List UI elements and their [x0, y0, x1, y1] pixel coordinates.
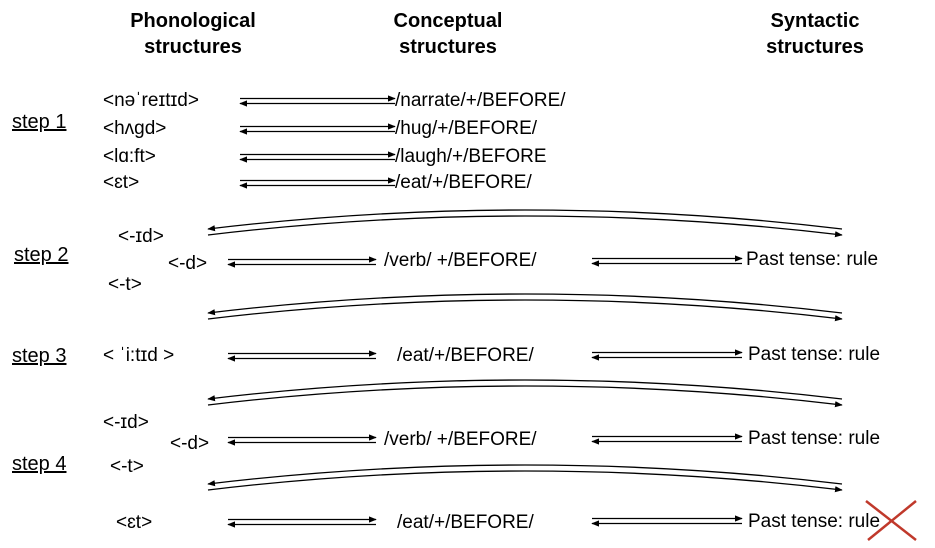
- arc-step2-rightward: [207, 215, 843, 238]
- arc-step3-rightward: [207, 299, 843, 322]
- header-syntactic-line2: structures: [766, 36, 864, 58]
- arc-step4-bottom-rightward: [207, 470, 843, 493]
- header-conceptual-line1: Conceptual: [393, 10, 503, 32]
- step2-syntax: Past tense: rule: [746, 249, 879, 270]
- header-phonological: Phonological structures: [108, 8, 278, 60]
- step4-syntax-prefix: Past tense:: [748, 511, 849, 532]
- header-syntactic: Syntactic structures: [740, 8, 890, 60]
- step-1-label: step 1: [12, 111, 67, 133]
- step1-concept-hug: /hug/+/BEFORE/: [395, 118, 538, 139]
- step4-phon-t: <-t>: [110, 456, 144, 477]
- step2-phon-t: <-t>: [108, 274, 142, 295]
- step4-concept: /verb/ +/BEFORE/: [384, 429, 537, 450]
- step1-concept-narrate: /narrate/+/BEFORE/: [395, 90, 566, 111]
- step1-phon-laughed: <lɑ:ft>: [103, 146, 156, 167]
- step-3-label: step 3: [12, 345, 67, 367]
- step1-phon-hugged: <hʌgd>: [103, 118, 167, 139]
- step4-syntax: Past tense: rule: [748, 428, 881, 449]
- step1-concept-laugh: /laugh/+/BEFORE: [395, 146, 547, 167]
- step2-phon-id: <-ɪd>: [118, 226, 164, 247]
- arc-step2-leftward: [207, 209, 843, 232]
- arc-step4-bottom-leftward: [207, 464, 843, 487]
- arc-step3-leftward: [207, 293, 843, 316]
- step3-phon: < ˈi:tɪd >: [103, 345, 175, 366]
- step1-phon-ate: <ɛt>: [103, 172, 140, 193]
- step4-phon-id: <-ɪd>: [103, 412, 149, 433]
- step3-concept: /eat/+/BEFORE/: [397, 345, 534, 366]
- header-phonological-line2: structures: [144, 36, 242, 58]
- step4-phon-ate: <ɛt>: [116, 512, 153, 533]
- step-2-label: step 2: [14, 244, 69, 266]
- header-conceptual: Conceptual structures: [368, 8, 528, 60]
- step-4-label: step 4: [12, 453, 67, 475]
- step3-syntax: Past tense: rule: [748, 344, 881, 365]
- step4-concept-eat: /eat/+/BEFORE/: [397, 512, 534, 533]
- header-phonological-line1: Phonological: [130, 10, 256, 32]
- step2-concept: /verb/ +/BEFORE/: [384, 250, 537, 271]
- strike-cross-b: [867, 500, 917, 541]
- step2-phon-d: <-d>: [168, 253, 208, 274]
- step4-syntax-struck-word: rule: [848, 511, 881, 532]
- step1-concept-eat: /eat/+/BEFORE/: [395, 172, 532, 193]
- step4-syntax-irregular: Past tense: rule: [748, 511, 880, 533]
- header-conceptual-line2: structures: [399, 36, 497, 58]
- step4-phon-d: <-d>: [170, 433, 210, 454]
- header-syntactic-line1: Syntactic: [770, 10, 860, 32]
- step1-phon-narrated: <nəˈreɪtɪd>: [103, 90, 199, 111]
- arc-step4-top-rightward: [207, 385, 843, 408]
- arc-step4-top-leftward: [207, 379, 843, 402]
